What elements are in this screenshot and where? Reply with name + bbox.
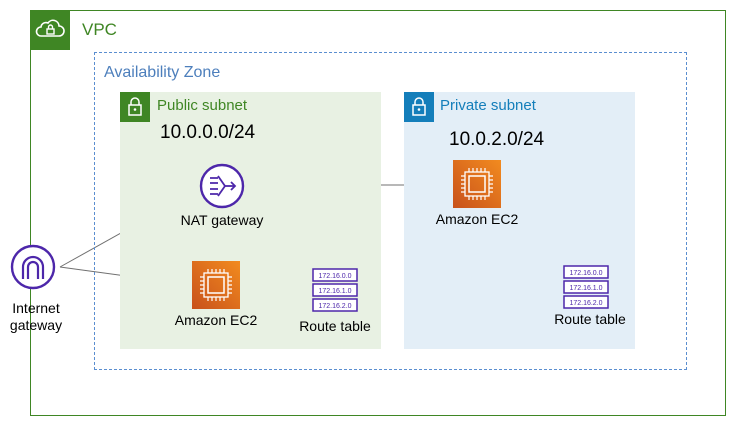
internet-gateway-label: Internet gateway	[0, 300, 72, 334]
vpc-badge	[30, 10, 70, 50]
private-route-entry: 172.16.1.0	[569, 285, 602, 292]
private-route-table-icon: 172.16.0.0 172.16.1.0 172.16.2.0	[563, 265, 609, 309]
public-subnet-cidr: 10.0.0.0/24	[160, 122, 256, 143]
private-subnet-label: Private subnet	[440, 97, 536, 114]
private-ec2-label: Amazon EC2	[435, 211, 519, 227]
availability-zone-boundary	[94, 52, 687, 370]
public-ec2-icon	[192, 261, 240, 309]
private-ec2-icon	[453, 160, 501, 208]
lock-icon	[128, 97, 142, 116]
private-subnet-badge	[404, 92, 434, 122]
public-route-entry: 172.16.0.0	[318, 273, 351, 280]
public-ec2-label: Amazon EC2	[174, 312, 258, 328]
internet-gateway-label-line2: gateway	[9, 317, 63, 333]
cloud-lock-icon	[35, 19, 65, 37]
public-route-table-label: Route table	[299, 318, 371, 334]
public-route-entry: 172.16.1.0	[318, 288, 351, 295]
private-subnet-cidr: 10.0.2.0/24	[449, 129, 545, 150]
public-route-entry: 172.16.2.0	[318, 303, 351, 310]
public-subnet-badge	[120, 92, 150, 122]
vpc-label: VPC	[82, 20, 117, 39]
nat-gateway-label: NAT gateway	[180, 212, 264, 228]
nat-gateway-icon	[198, 162, 246, 210]
private-route-table-label: Route table	[554, 311, 626, 327]
internet-gateway-label-line1: Internet	[12, 300, 60, 316]
private-route-entry: 172.16.2.0	[569, 300, 602, 307]
availability-zone-label: Availability Zone	[104, 64, 221, 81]
public-route-table-icon: 172.16.0.0 172.16.1.0 172.16.2.0	[312, 268, 358, 312]
private-route-entry: 172.16.0.0	[569, 270, 602, 277]
internet-gateway-icon	[9, 243, 57, 291]
lock-icon	[412, 97, 426, 116]
vpc-boundary	[30, 10, 726, 416]
public-subnet-label: Public subnet	[157, 97, 248, 114]
